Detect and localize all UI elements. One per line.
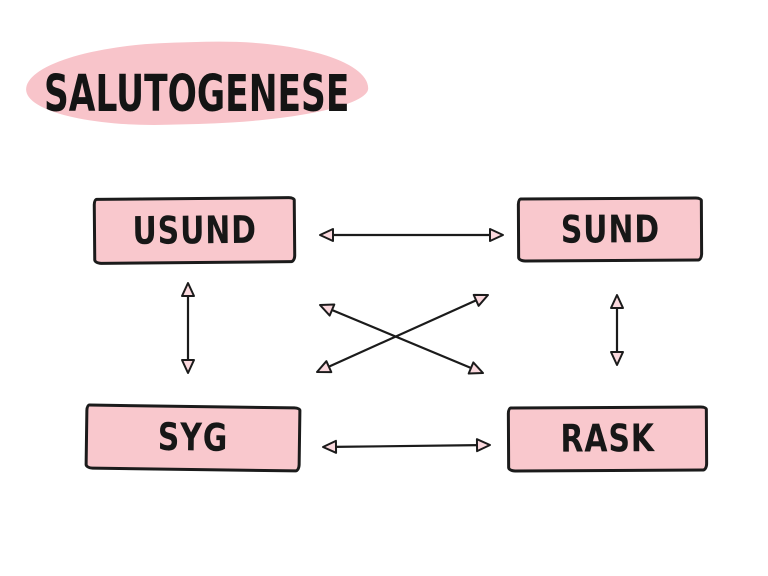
arrowhead-icon	[610, 294, 624, 309]
node-syg: SYG	[84, 403, 302, 473]
arrowhead-icon	[475, 438, 491, 453]
edge-usund-sund	[319, 228, 504, 242]
node-rask: RASK	[506, 405, 709, 473]
node-sund: SUND	[516, 196, 704, 263]
arrowhead-icon	[316, 360, 333, 374]
arrowhead-icon	[181, 359, 195, 374]
edge-usund-rask	[319, 303, 484, 375]
edge-usund-syg	[181, 282, 195, 374]
node-sund-label: SUND	[560, 206, 660, 253]
node-rask-label: RASK	[560, 416, 655, 462]
node-syg-label: SYG	[157, 415, 229, 461]
node-usund: USUND	[92, 196, 297, 265]
node-usund-label: USUND	[132, 207, 257, 254]
page-title: SALUTOGENESE	[44, 64, 350, 123]
arrowhead-icon	[610, 351, 624, 366]
edge-sund-rask	[610, 294, 624, 366]
edge-sund-syg	[316, 293, 489, 374]
arrowhead-icon	[319, 303, 336, 317]
arrowhead-icon	[472, 293, 489, 307]
arrowhead-icon	[467, 361, 484, 375]
arrowhead-icon	[181, 282, 195, 297]
arrowhead-icon	[319, 228, 334, 242]
edge-syg-rask	[322, 438, 491, 454]
arrow-line	[325, 298, 480, 369]
arrow-line	[329, 308, 474, 370]
arrowhead-icon	[489, 228, 504, 242]
arrow-line	[332, 444, 481, 448]
arrowhead-icon	[322, 439, 338, 454]
